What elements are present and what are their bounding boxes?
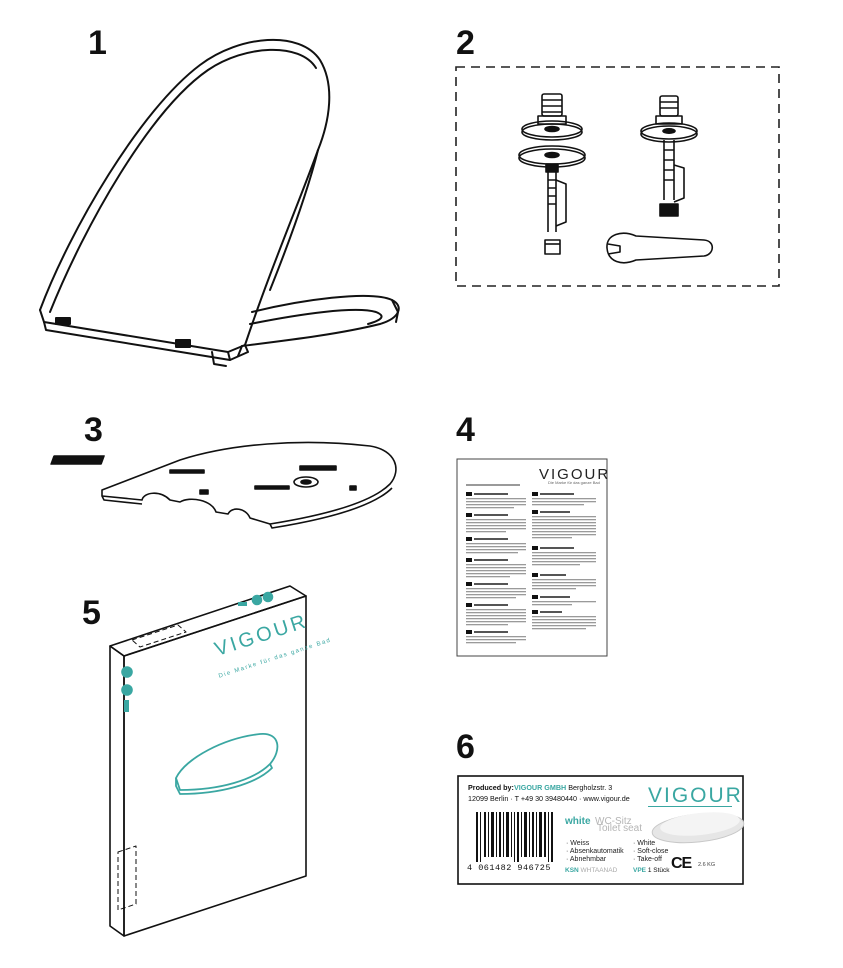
label-ksn-label: KSN	[565, 867, 579, 874]
instruction-leaflet-illustration	[456, 458, 608, 657]
barcode	[476, 812, 553, 862]
label-brand: VIGOUR	[648, 784, 743, 807]
fixing-kit-dashed-border	[455, 66, 780, 287]
label-vpe-label: VPE	[633, 867, 647, 874]
label-feature-en-1: · White	[633, 840, 656, 847]
label-feature-de-2: · Absenkautomatik	[566, 848, 624, 856]
label-vpe: VPE 1 Stück	[633, 867, 670, 874]
label-feature-en-2: · Soft-close	[633, 848, 669, 856]
label-ce-mark: CE	[671, 855, 692, 872]
label-product-en: Toilet seat	[597, 823, 643, 834]
label-address-line1: Bergholzstr. 3	[568, 783, 613, 792]
label-feature-de-1: · Weiss	[566, 840, 590, 847]
label-color-word: white	[565, 816, 591, 827]
label-product-line: white WC-Sitz	[565, 811, 632, 829]
section-number-1: 1	[88, 24, 107, 62]
label-weight: 2.6 KG	[698, 862, 716, 868]
label-brand-underline	[648, 806, 732, 807]
section-number-3: 3	[84, 411, 103, 449]
label-address-line2: 12099 Berlin · T +49 30 39480440 · www.v…	[468, 794, 630, 803]
label-feature-de-3: · Abnehmbar	[566, 856, 607, 864]
label-feature-en-3: · Take-off	[633, 856, 662, 864]
leaflet-brand: VIGOUR	[539, 466, 611, 483]
section-number-2: 2	[456, 24, 475, 62]
label-vpe-value: 1 Stück	[647, 867, 670, 874]
label-produced-by: Produced by:VIGOUR GMBH Bergholzstr. 3	[468, 783, 613, 792]
label-features-de: · Weiss · Absenkautomatik · Abnehmbar	[566, 840, 624, 864]
label-features-en: · White · Soft-close · Take-off	[633, 840, 668, 864]
label-ksn: KSN WHTAANAD	[565, 867, 617, 874]
leaflet-tagline: Die Marke für das ganze Bad	[548, 480, 600, 485]
label-produced-by-prefix: Produced by:	[468, 783, 514, 792]
section-number-4: 4	[456, 411, 475, 449]
section-number-6: 6	[456, 728, 475, 766]
section-number-5: 5	[82, 594, 101, 632]
label-barcode-digits: 4 061482 946725	[467, 863, 552, 873]
label-company: VIGOUR GMBH	[513, 783, 567, 792]
label-ksn-value: WHTAANAD	[580, 867, 618, 874]
drilling-template-illustration	[50, 441, 397, 529]
label-product-de: WC-Sitz	[595, 816, 632, 827]
